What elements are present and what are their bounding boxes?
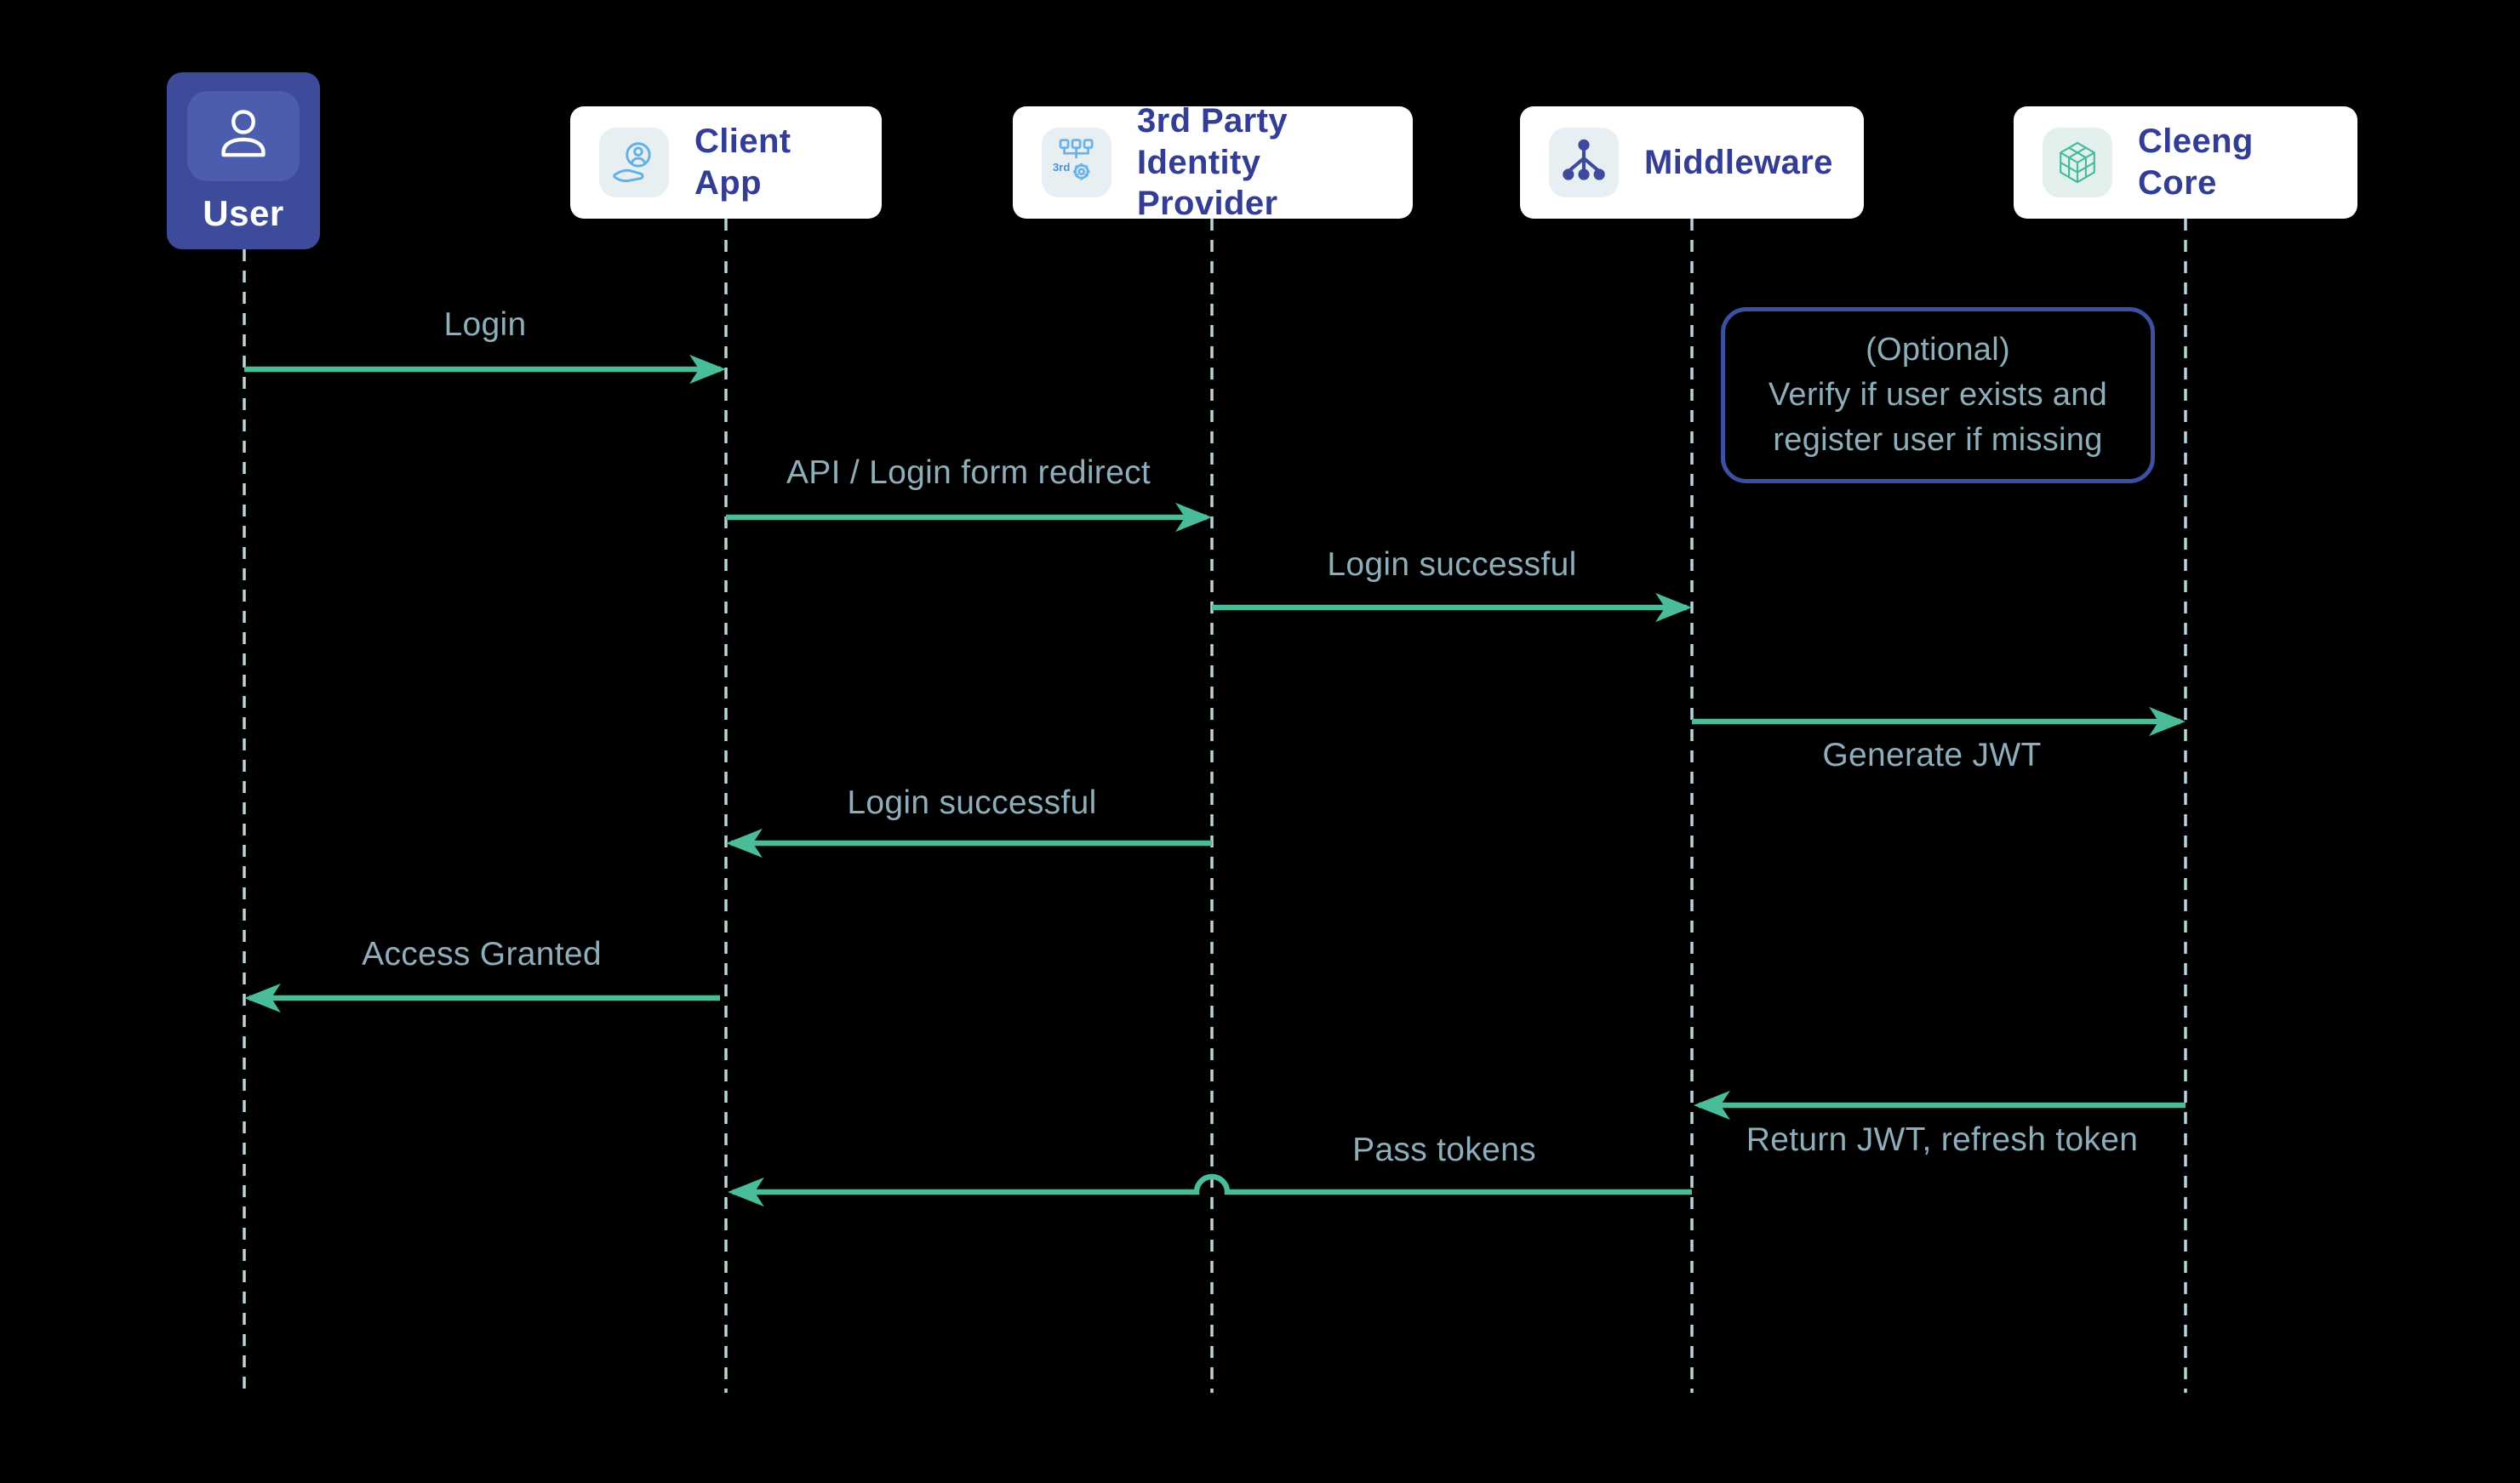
third-party-idp-icon-tile: 3rd [1042,128,1111,197]
actor-middleware: Middleware [1520,106,1864,219]
note-line1: (Optional) [1866,331,2010,368]
actor-cleeng-core: Cleeng Core [2014,106,2357,219]
note-line3: register user if missing [1773,422,2103,459]
actor-label: User [203,193,284,233]
client-app-icon [613,142,651,183]
actor-label: Client App [694,123,791,202]
actor-label: 3rd Party Identity Provider [1137,100,1384,225]
actor-idp: 3rd 3rd Party Identity Provider [1013,102,1413,222]
third-party-idp-icon: 3rd [1053,139,1094,180]
actor-label-line2: Identity Provider [1137,143,1278,223]
cleeng-core-icon-tile [2043,128,2112,197]
user-icon [221,110,266,157]
note-optional: (Optional) Verify if user exists and reg… [1721,307,2155,483]
message-label-pass-tokens: Pass tokens [1352,1132,1536,1168]
arrow-pass-tokens [727,1173,1692,1207]
middleware-icon-tile [1549,128,1619,197]
user-icon-tile [187,91,300,181]
message-label-return-jwt-refresh-token: Return JWT, refresh token [1746,1121,2139,1158]
message-label-api-login-form-redirect: API / Login form redirect [786,454,1151,491]
third-party-icon-text: 3rd [1053,161,1071,174]
message-label-login: Login [443,306,527,343]
middleware-icon [1563,139,1605,180]
message-label-login-successful-to-client: Login successful [847,784,1097,821]
actor-label-line1: 3rd Party [1137,101,1289,140]
actor-user: User [167,72,320,249]
client-app-icon-tile [599,128,669,197]
actor-label: Middleware [1644,143,1833,181]
note-line2: Verify if user exists and [1768,376,2108,413]
actor-label: Cleeng Core [2138,123,2254,202]
cleeng-core-icon [2060,141,2095,184]
message-label-access-granted: Access Granted [362,936,602,973]
message-label-generate-jwt: Generate JWT [1822,737,2042,773]
message-label-login-successful-to-middleware: Login successful [1327,546,1577,583]
actor-client-app: Client App [570,106,882,219]
